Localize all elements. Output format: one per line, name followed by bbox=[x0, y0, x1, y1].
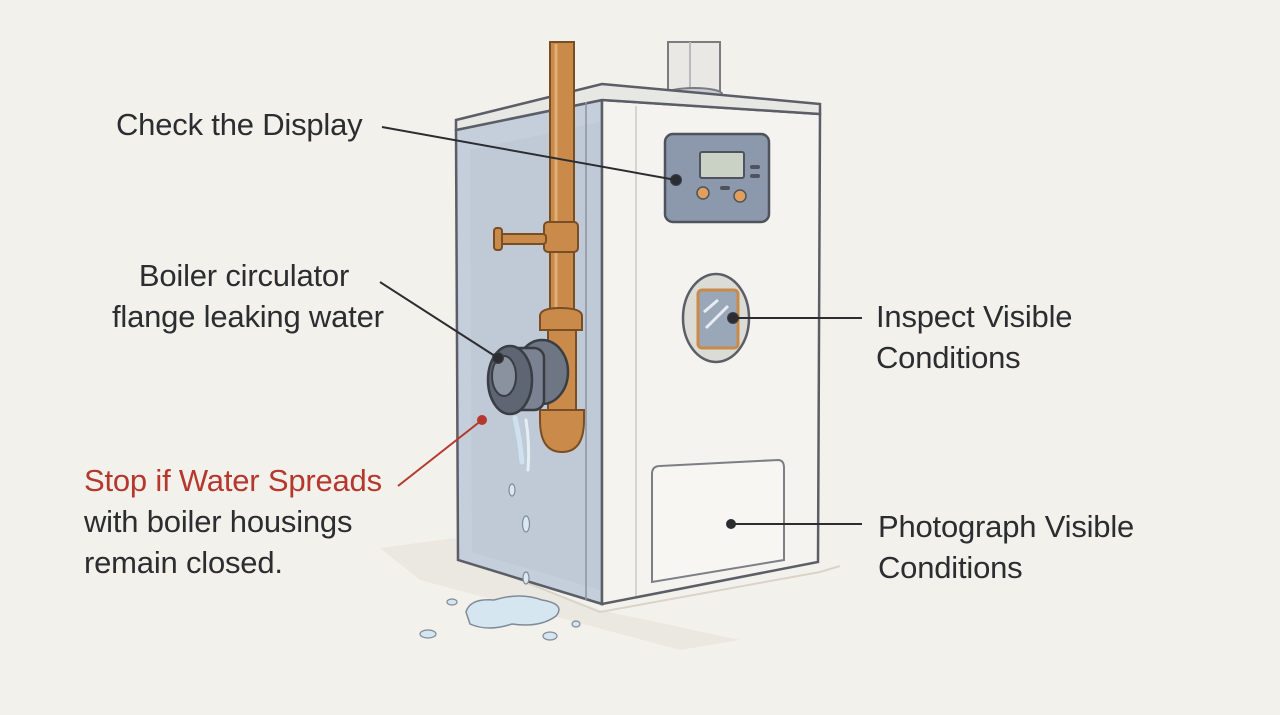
callout-check-display: Check the Display bbox=[116, 104, 363, 145]
callout-stop-line2: with boiler housings bbox=[84, 504, 353, 539]
floor bbox=[380, 538, 841, 650]
callout-inspect-line2: Conditions bbox=[876, 340, 1021, 375]
callout-stop-warning: Stop if Water Spreads with boiler housin… bbox=[84, 460, 382, 583]
callout-flange-line1: Boiler circulator bbox=[138, 258, 350, 293]
callout-flange-line2: flange leaking water bbox=[112, 299, 384, 334]
copper-pipe bbox=[493, 41, 585, 454]
callout-inspect-line1: Inspect Visible bbox=[876, 299, 1073, 334]
callout-photo-line2: Conditions bbox=[878, 550, 1023, 585]
circulator-pump bbox=[486, 338, 570, 416]
callout-stop-line3: remain closed. bbox=[84, 545, 283, 580]
callout-photograph-conditions: Photograph Visible Conditions bbox=[878, 506, 1134, 588]
callout-inspect-conditions: Inspect Visible Conditions bbox=[876, 296, 1073, 378]
control-panel bbox=[663, 132, 771, 224]
leader-lines bbox=[379, 126, 862, 529]
callout-stop-heading: Stop if Water Spreads bbox=[84, 463, 382, 498]
callout-photo-line1: Photograph Visible bbox=[878, 509, 1135, 544]
callout-check-display-text: Check the Display bbox=[116, 107, 363, 142]
water-leak bbox=[419, 415, 581, 641]
callout-circulator-flange: Boiler circulator flange leaking water bbox=[112, 255, 384, 337]
